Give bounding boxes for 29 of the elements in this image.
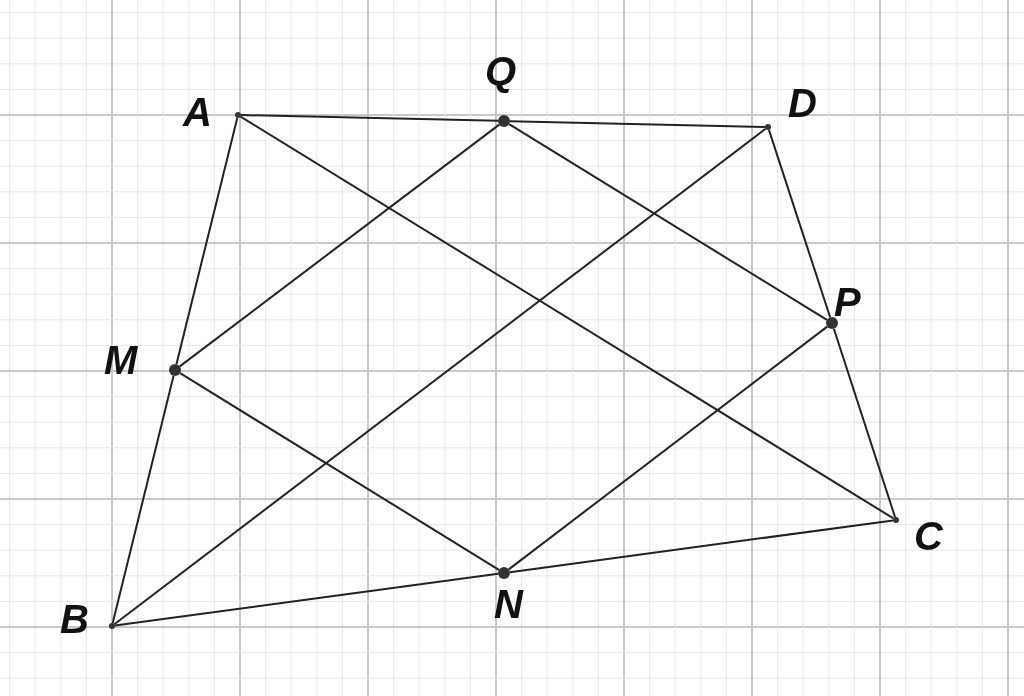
line-segment [240,114,499,122]
line-segment [832,327,897,519]
point-dot [235,112,241,118]
point-label: N [494,582,523,626]
point-label: M [104,338,138,382]
line-segment [175,116,239,366]
line-segment [239,115,895,520]
point-dot [765,124,771,130]
point-dot [893,517,899,523]
line-segment [178,123,501,368]
line-segment [113,572,500,627]
line-segment [179,372,500,571]
line-segment [509,120,766,128]
point-dot [498,567,510,579]
point-label: C [914,514,943,558]
point-label: Q [485,49,517,93]
line-segment [507,325,829,571]
point-label: P [834,280,861,324]
line-segment [113,127,767,626]
line-segment [508,519,895,574]
point-label: A [183,90,212,134]
line-segment [767,128,832,319]
point-dot [109,623,115,629]
point-dot [169,364,181,376]
line-segment [111,374,175,625]
point-label: B [60,597,89,641]
point-dot [826,317,838,329]
point-label: D [788,81,817,125]
line-segment [508,123,828,321]
